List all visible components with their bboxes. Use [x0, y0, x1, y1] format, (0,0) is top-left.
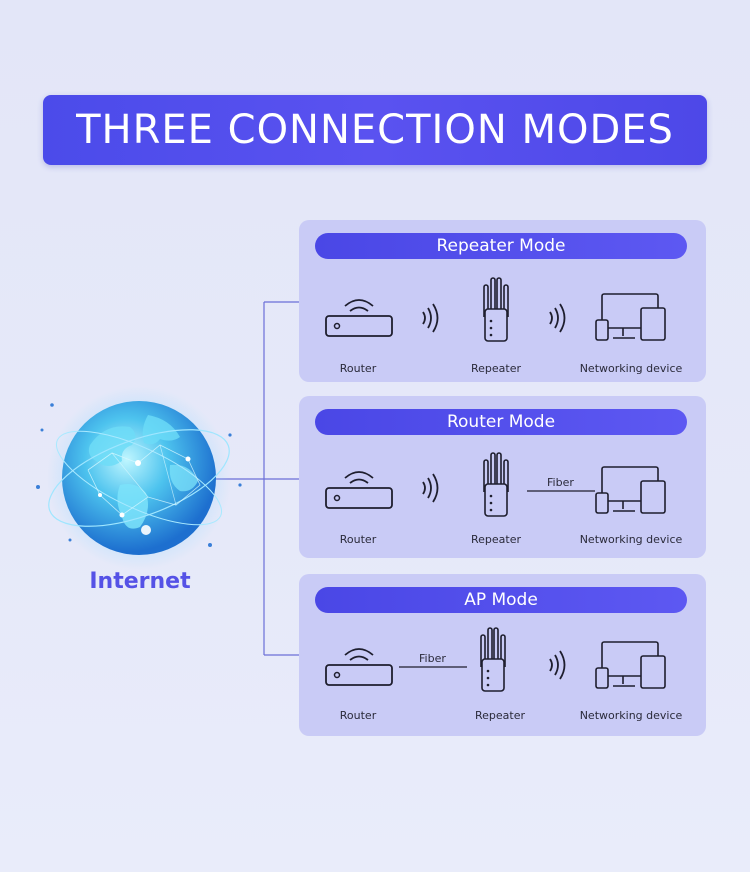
mode-title: Repeater Mode	[315, 233, 687, 259]
fiber-line	[527, 490, 595, 492]
router-icon	[325, 299, 393, 337]
fiber-label: Fiber	[419, 652, 446, 665]
repeater-icon	[483, 277, 509, 342]
mode-card-router: Router Mode Fiber Router Repeater Networ…	[299, 396, 706, 558]
router-icon	[325, 471, 393, 509]
repeater-label: Repeater	[474, 709, 525, 722]
router-label: Router	[339, 709, 377, 722]
networking-devices-icon	[595, 641, 666, 689]
mode-card-ap: AP Mode Fiber Router Repeater Networking…	[299, 574, 706, 736]
globe-icon	[30, 375, 250, 575]
networking-devices-icon	[595, 293, 666, 341]
networking-device-label: Networking device	[579, 709, 683, 722]
fiber-line	[399, 666, 467, 668]
router-label: Router	[339, 533, 377, 546]
router-icon	[325, 648, 393, 686]
wireless-waves-icon	[549, 650, 566, 680]
mode-title: Router Mode	[315, 409, 687, 435]
mode-title: AP Mode	[315, 587, 687, 613]
page-title: THREE CONNECTION MODES	[76, 107, 674, 153]
wireless-waves-icon	[549, 303, 566, 333]
wireless-waves-icon	[422, 303, 439, 333]
repeater-label: Repeater	[470, 533, 521, 546]
title-banner: THREE CONNECTION MODES	[43, 95, 707, 165]
internet-label: Internet	[89, 569, 191, 594]
repeater-icon	[483, 452, 509, 517]
repeater-icon	[480, 627, 506, 692]
wireless-waves-icon	[422, 473, 439, 503]
repeater-label: Repeater	[470, 362, 521, 375]
networking-device-label: Networking device	[579, 362, 683, 375]
router-label: Router	[339, 362, 377, 375]
mode-card-repeater: Repeater Mode Router Repeater Networking…	[299, 220, 706, 382]
networking-devices-icon	[595, 466, 666, 514]
networking-device-label: Networking device	[579, 533, 683, 546]
fiber-label: Fiber	[547, 476, 574, 489]
